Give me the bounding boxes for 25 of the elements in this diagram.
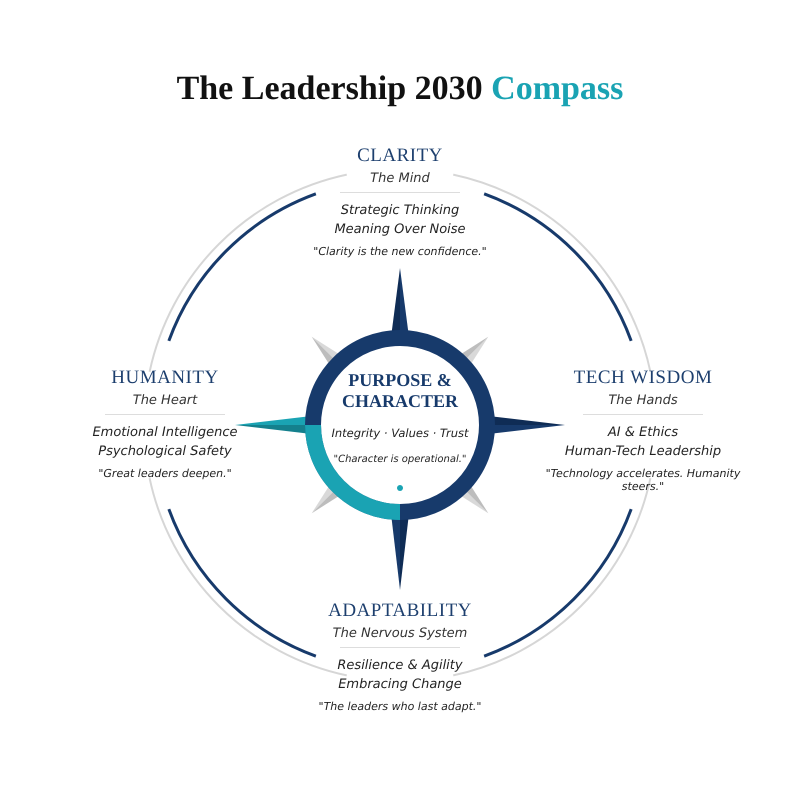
section-heading: ADAPTABILITY — [328, 600, 472, 622]
skill-text: Emotional Intelligence — [92, 425, 238, 440]
quote-text: "Technology accelerates. Humanity steers." — [544, 467, 742, 493]
core-quote: "Character is operational." — [332, 454, 468, 465]
quote-text: "Clarity is the new confidence." — [313, 245, 487, 258]
section-subtitle: The Mind — [370, 171, 430, 186]
core-heading: PURPOSE & CHARACTER — [340, 370, 460, 412]
skill-text: Psychological Safety — [98, 444, 232, 459]
core-values: Integrity · Values · Trust — [330, 426, 470, 440]
section-subtitle: The Hands — [608, 393, 678, 408]
skill-text: Strategic Thinking — [340, 203, 460, 218]
section-heading: CLARITY — [357, 145, 443, 167]
core-circle — [305, 330, 495, 520]
skill-text: Embracing Change — [338, 677, 462, 692]
title: The Leadership 2030 Compass — [176, 70, 624, 108]
section-subtitle: The Heart — [132, 393, 198, 408]
quote-text: "Great leaders deepen." — [98, 467, 232, 480]
skill-text: Meaning Over Noise — [334, 222, 466, 237]
skill-text: Resilience & Agility — [337, 658, 463, 673]
section-subtitle: The Nervous System — [332, 626, 468, 641]
section-heading: HUMANITY — [111, 367, 219, 389]
skill-text: Human-Tech Leadership — [564, 444, 722, 459]
quote-text: "The leaders who last adapt." — [318, 700, 482, 713]
section-heading: TECH WISDOM — [574, 367, 712, 389]
skill-text: AI & Ethics — [608, 425, 678, 440]
